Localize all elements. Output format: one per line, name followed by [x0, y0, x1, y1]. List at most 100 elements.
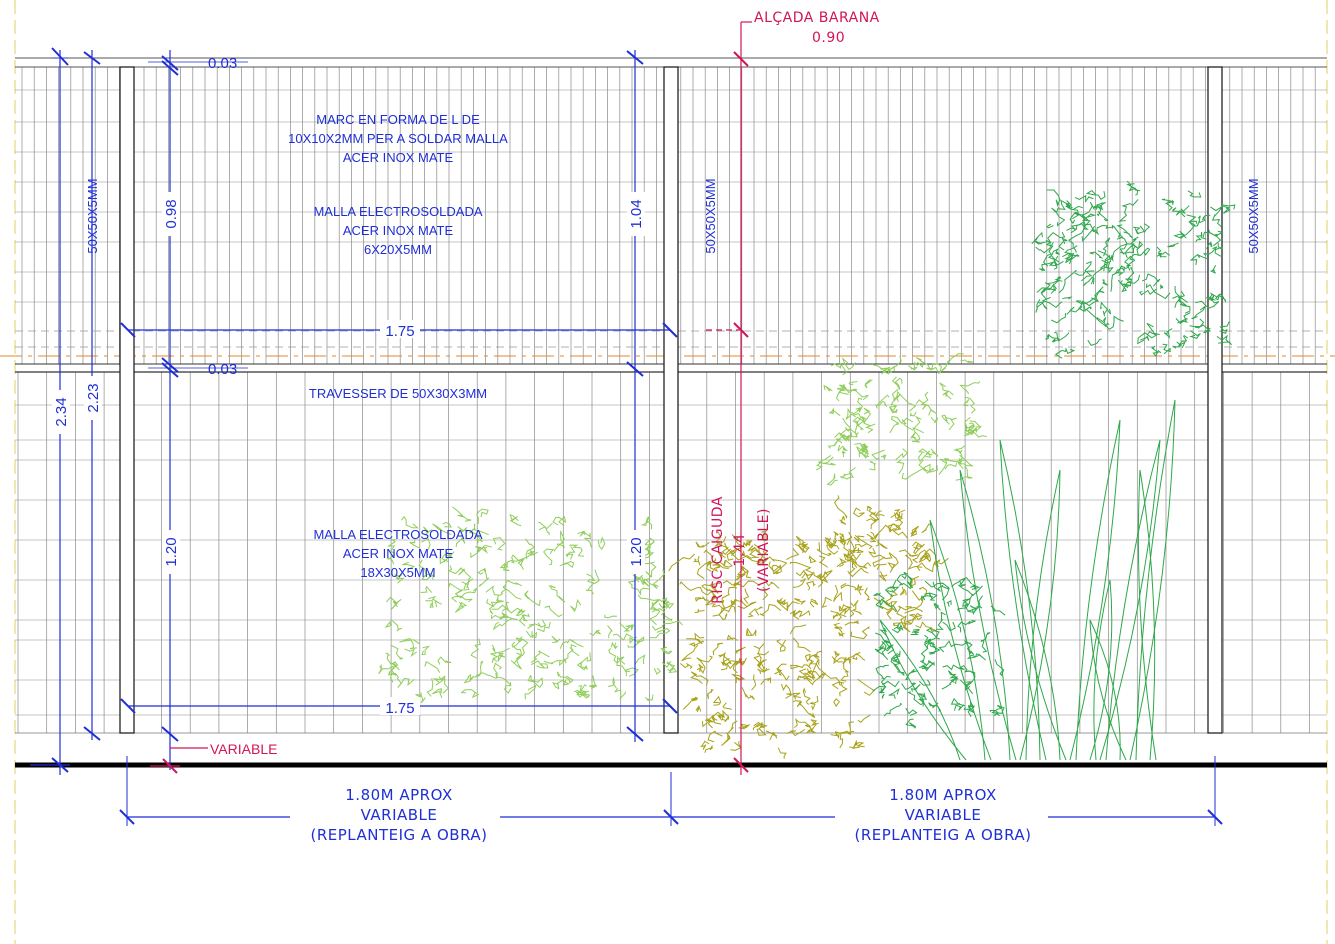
plant-light-leaf: [890, 416, 914, 426]
plant-olive-leaf: [844, 620, 859, 626]
plant-light-leaf: [612, 633, 634, 641]
plant-olive-leaf: [740, 550, 762, 563]
plant-olive-leaf: [864, 587, 870, 601]
plant-olive-leaf: [679, 662, 693, 670]
plant-olive-leaf: [744, 539, 753, 547]
plant-olive-leaf: [833, 622, 845, 638]
plant-olive-leaf: [727, 720, 738, 739]
plant-green-leaf: [1047, 189, 1061, 207]
plant-light-leaf: [829, 408, 841, 417]
plant-olive-leaf: [792, 610, 811, 618]
plant-olive-leaf: [848, 560, 858, 575]
plant-light-leaf: [653, 667, 662, 675]
plant-olive-leaf: [910, 525, 920, 537]
plant-light-leaf: [856, 446, 869, 456]
plant-green-leaf: [875, 632, 891, 649]
plant-light-leaf: [960, 359, 974, 363]
plant-light-leaf: [861, 407, 872, 424]
plant-light-leaf: [499, 613, 509, 620]
plant-olive-leaf: [804, 653, 818, 667]
plant-olive-leaf: [700, 740, 710, 750]
plant-olive-leaf: [668, 553, 696, 572]
plant-light-leaf: [953, 445, 966, 454]
rail-note: TRAVESSER DE 50X30X3MM: [309, 386, 487, 401]
red-annotation-lines: [150, 21, 752, 775]
plant-light-leaf: [387, 662, 400, 679]
plant-light-leaf: [526, 630, 538, 639]
plant-light-leaf: [649, 596, 668, 610]
plant-blade-leaf: [1137, 469, 1157, 761]
plant-light-leaf: [662, 615, 673, 622]
plant-olive-leaf: [912, 549, 931, 564]
plant-light-leaf: [421, 572, 434, 581]
plant-green-leaf: [1115, 266, 1125, 276]
plant-light-leaf: [470, 638, 481, 659]
plant-olive-leaf: [755, 556, 775, 564]
plant-light-leaf: [891, 388, 901, 402]
plant-light-leaf: [915, 399, 927, 410]
plant-olive-leaf: [792, 578, 806, 588]
plant-light-leaf: [527, 619, 547, 629]
plant-green-leaf: [1171, 207, 1186, 218]
plant-olive-leaf: [824, 537, 840, 550]
frame-note-line2: 10X10X2MM PER A SOLDAR MALLA: [288, 131, 508, 146]
plant-green-leaf: [1151, 345, 1162, 357]
plant-olive-leaf: [832, 531, 839, 543]
plant-green-leaf: [1175, 205, 1190, 216]
plant-light-leaf: [839, 384, 857, 392]
plant-olive-leaf: [780, 683, 794, 699]
plant-blade-leaf: [879, 619, 967, 761]
plant-olive-leaf: [838, 532, 845, 542]
plant-light-leaf: [488, 674, 512, 687]
plant-light-leaf: [852, 416, 865, 430]
plant-light-leaf: [428, 595, 442, 608]
plant-light-leaf: [511, 558, 525, 570]
plant-light-leaf: [889, 398, 898, 412]
plant-light-leaf: [881, 355, 902, 375]
plant-olive-leaf: [762, 586, 769, 601]
plant-olive-leaf: [776, 599, 790, 610]
plant-light-leaf: [530, 548, 539, 556]
plant-light-leaf: [939, 382, 954, 396]
plant-olive-leaf: [712, 695, 722, 706]
plant-green-leaf: [1195, 231, 1207, 243]
plant-olive-leaf: [760, 676, 771, 685]
plant-light-leaf: [488, 598, 504, 615]
plant-green-leaf: [1077, 213, 1089, 222]
plant-light-leaf: [386, 596, 402, 610]
plant-green-leaf: [1045, 231, 1066, 244]
plant-light-leaf: [926, 360, 949, 374]
plant-light-leaf: [544, 605, 563, 618]
plant-light-leaf: [871, 363, 895, 372]
plant-green-leaf: [1119, 280, 1132, 289]
plant-light-leaf: [920, 391, 937, 416]
plant-olive-leaf: [847, 567, 869, 578]
plant-green-leaf: [935, 611, 946, 630]
variable-label: VARIABLE: [210, 741, 277, 757]
plant-olive-leaf: [899, 586, 907, 596]
alcada-barana-value: 0.90: [812, 30, 845, 46]
dim-lower-width-bg: [380, 697, 420, 715]
plant-green-leaf: [942, 621, 956, 632]
plant-green-leaf: [1096, 316, 1107, 324]
plant-green-leaf: [1098, 286, 1105, 294]
upper-mesh-note-line3: 6X20X5MM: [364, 242, 432, 257]
plant-light-leaf: [841, 357, 856, 371]
plant-light-leaf: [509, 514, 522, 527]
plant-green-leaf: [1081, 201, 1106, 216]
risc-caiguda-variable: (VARIABLE): [756, 508, 772, 592]
plant-light-leaf: [570, 598, 582, 613]
plant-olive-leaf: [872, 556, 887, 571]
plant-olive-leaf: [801, 543, 808, 554]
plant-blade-leaf: [1069, 419, 1121, 761]
plant-light-leaf: [454, 601, 468, 613]
plant-light-leaf: [518, 614, 526, 627]
plant-olive-leaf: [714, 536, 727, 547]
plant-olive-leaf: [836, 557, 848, 568]
plant-green-leaf: [883, 702, 903, 717]
plant-light-leaf: [425, 600, 434, 608]
plant-light-leaf: [864, 379, 873, 389]
plant-olive-leaf: [679, 581, 708, 596]
plant-light-leaf: [424, 660, 441, 673]
plant-light-leaf: [627, 641, 642, 648]
